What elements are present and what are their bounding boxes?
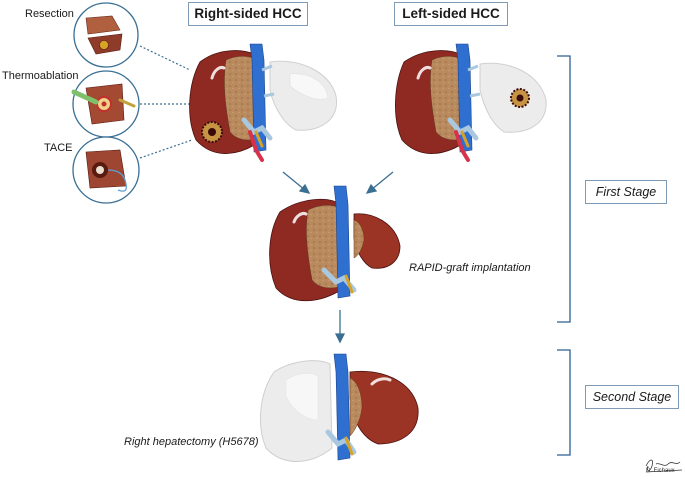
label-rapid-graft-implantation: RAPID-graft implantation (409, 262, 531, 274)
down-arrow (334, 310, 346, 344)
right-hepatectomy-liver (259, 353, 419, 462)
title-left-sided-hcc: Left-sided HCC (394, 2, 508, 26)
bridging-connectors (139, 45, 193, 159)
stage-brackets (557, 55, 571, 456)
right-sided-hcc-liver (189, 43, 337, 162)
label-tace: TACE (44, 142, 73, 154)
rapid-graft-liver (269, 185, 401, 302)
signature: D. Fichaux (646, 468, 675, 474)
label-thermoablation: Thermoablation (2, 70, 79, 82)
label-right-hepatectomy: Right hepatectomy (H5678) (124, 436, 259, 448)
tace-icon (72, 136, 140, 204)
first-stage-box: First Stage (585, 180, 667, 204)
left-sided-hcc-liver (395, 43, 547, 162)
thermoablation-icon (71, 70, 140, 138)
second-stage-box: Second Stage (585, 385, 679, 409)
resection-icon (73, 2, 139, 68)
signature-mark (645, 459, 683, 473)
title-right-sided-hcc: Right-sided HCC (188, 2, 308, 26)
label-resection: Resection (25, 8, 74, 20)
converging-arrows (282, 171, 394, 194)
